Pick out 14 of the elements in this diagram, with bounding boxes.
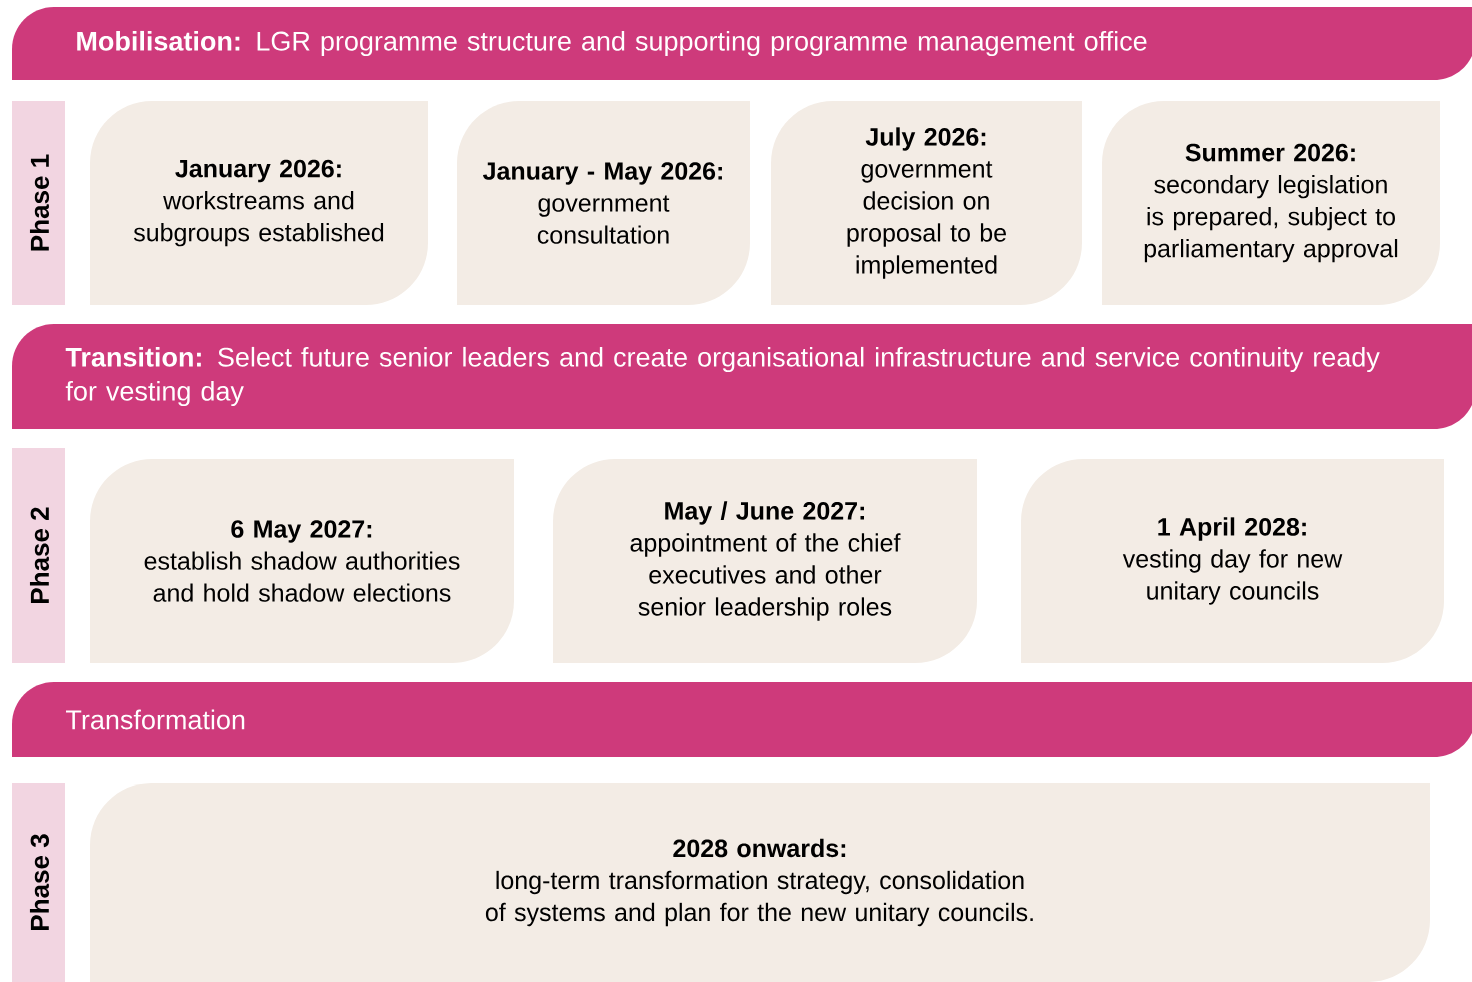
milestone-card: 2028 onwards: long-term transformation strategy, consolidation of systems and plan for the new unitary councils. <box>90 783 1430 982</box>
phase-label: Phase 1 <box>12 101 65 305</box>
milestone-card: Summer 2026: secondary legislation is prepared, subject to parliamentary approval <box>1102 101 1440 305</box>
milestone-card: 6 May 2027: establish shadow authorities and hold shadow elections <box>90 459 514 663</box>
milestone-card: July 2026: government decision on proposal to be implemented <box>771 101 1082 305</box>
milestone-card: January - May 2026: government consultation <box>457 101 750 305</box>
phase-label: Phase 3 <box>12 783 65 982</box>
phase-label: Phase 2 <box>12 448 65 663</box>
milestone-card: January 2026: workstreams and subgroups established <box>90 101 428 305</box>
phase-banner: Transformation <box>12 682 1472 757</box>
milestone-card: 1 April 2028: vesting day for new unitary councils <box>1021 459 1444 663</box>
phase-banner: Transition: Select future senior leaders and create organisational infrastructure and service continuity ready for vesting day <box>12 324 1472 429</box>
phase-banner: Mobilisation: LGR programme structure and supporting programme management office <box>12 7 1472 80</box>
milestone-card: May / June 2027: appointment of the chief executives and other senior leadership roles <box>553 459 977 663</box>
